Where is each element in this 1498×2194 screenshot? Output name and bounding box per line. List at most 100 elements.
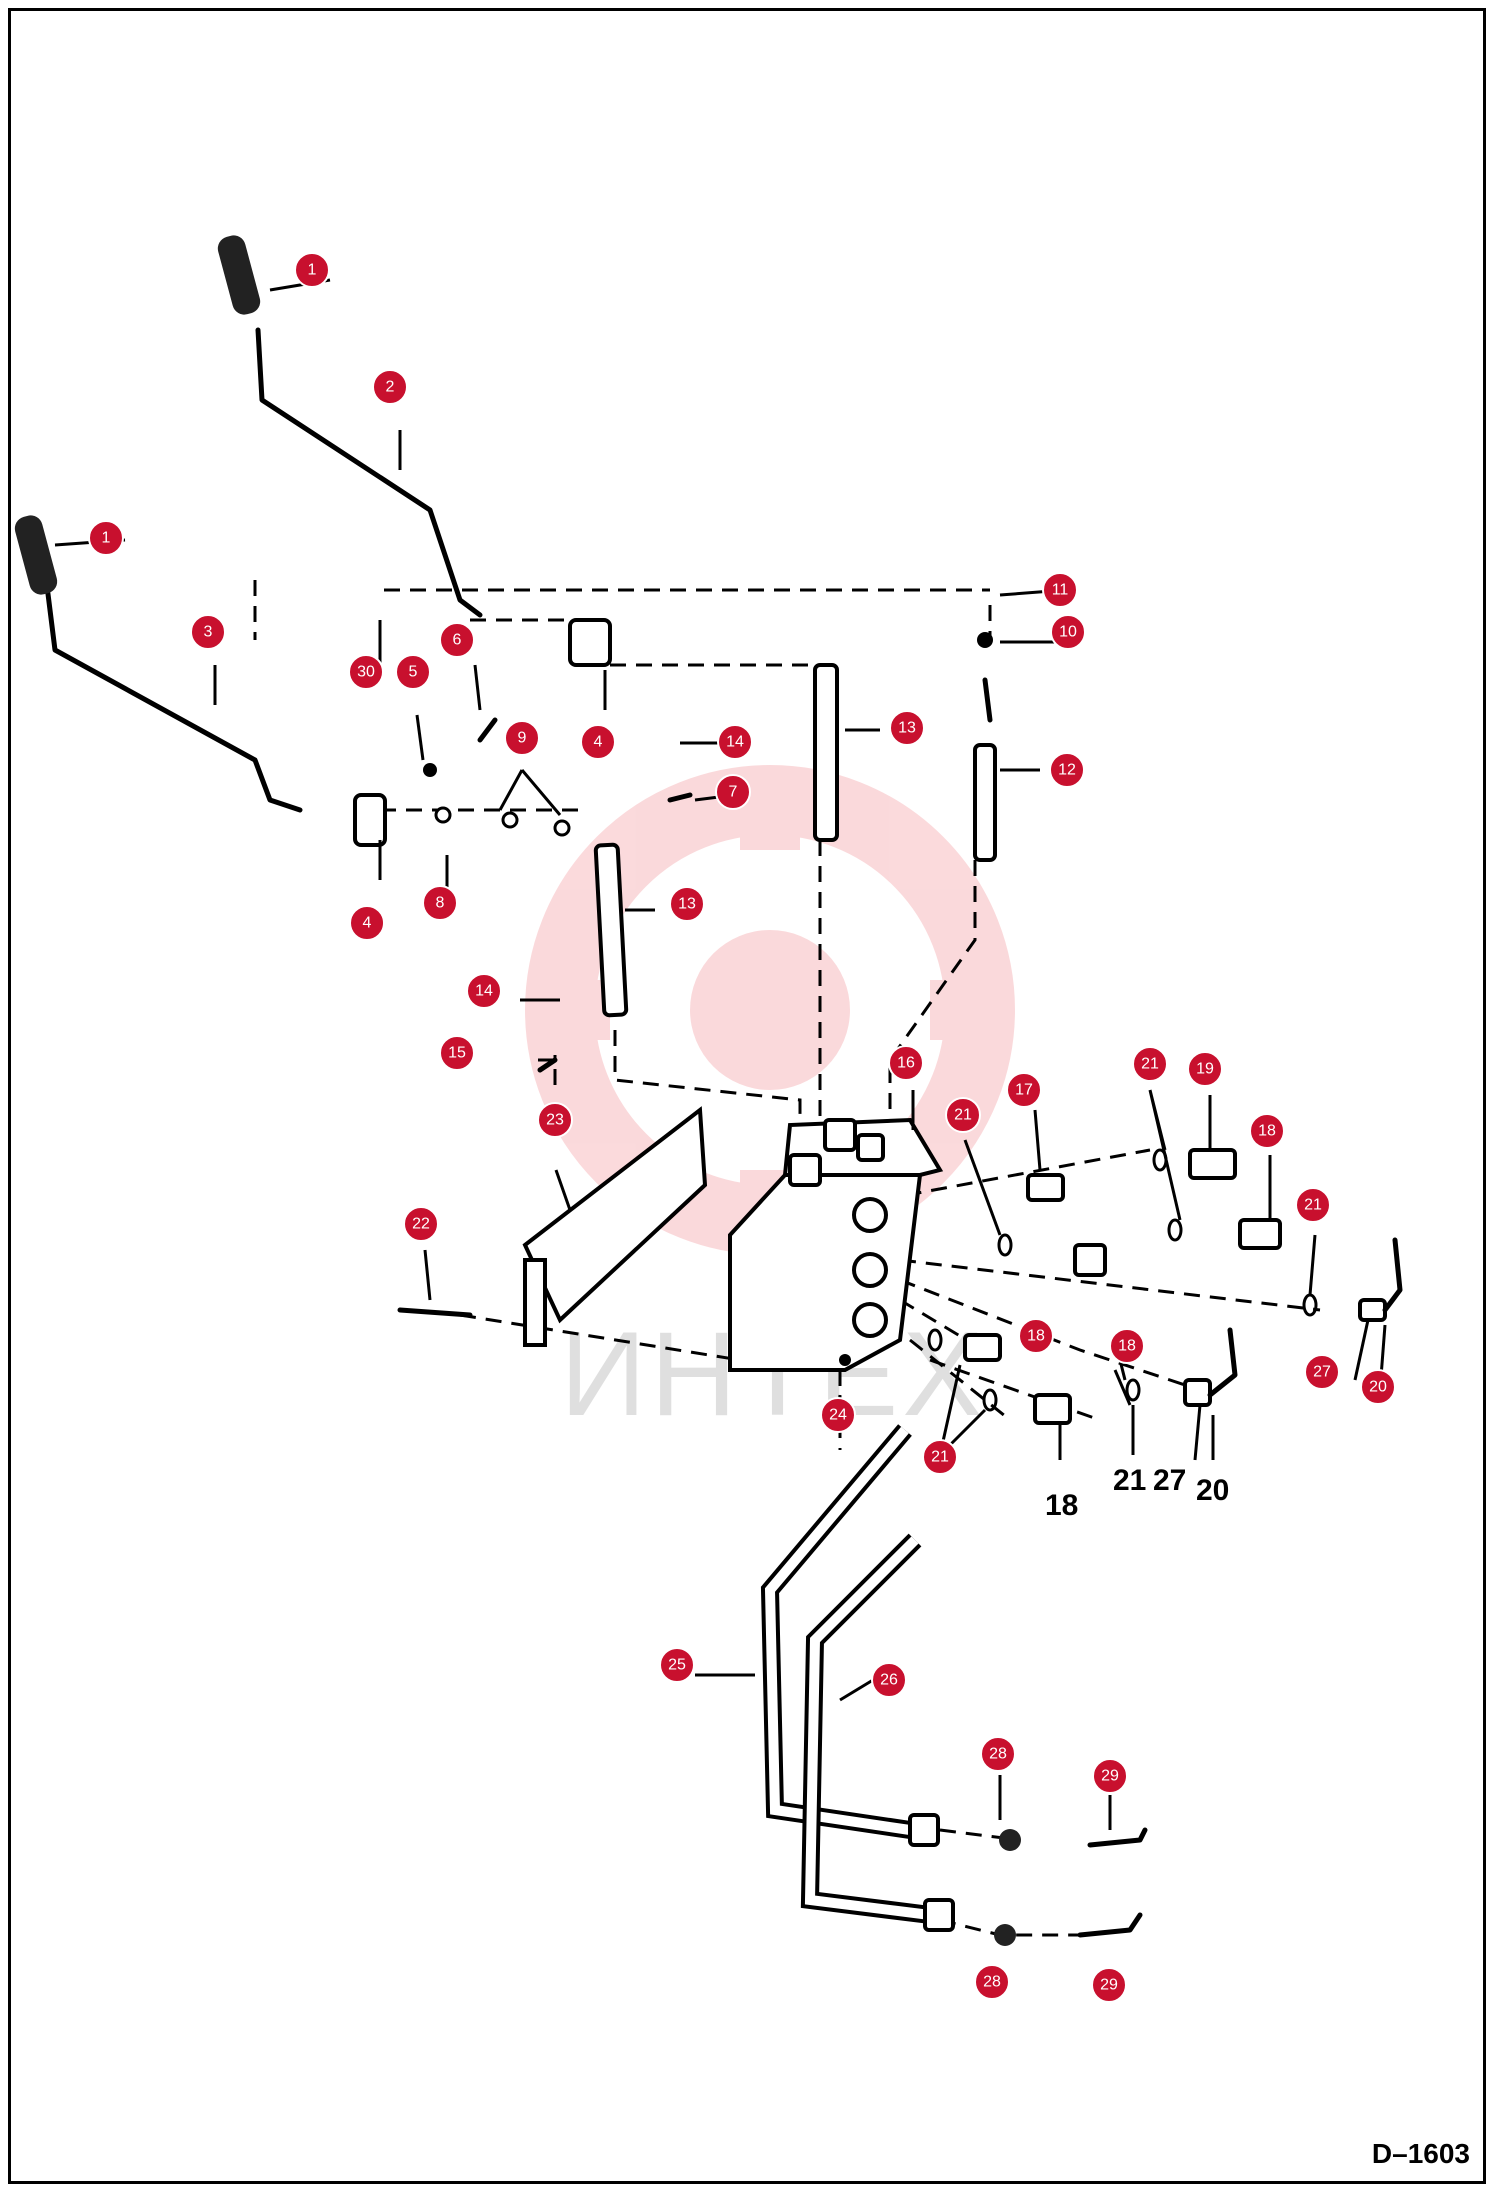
- callout: 24: [820, 1397, 856, 1433]
- assembly-lines: [253, 580, 1321, 1937]
- svg-text:14: 14: [726, 734, 744, 751]
- svg-text:29: 29: [1100, 1977, 1118, 1994]
- svg-text:10: 10: [1059, 624, 1077, 641]
- svg-text:21: 21: [954, 1107, 972, 1124]
- plain-label: 20: [1196, 1474, 1229, 1507]
- svg-text:16: 16: [897, 1055, 915, 1072]
- svg-text:20: 20: [1369, 1379, 1387, 1396]
- svg-text:23: 23: [546, 1112, 564, 1129]
- svg-text:30: 30: [357, 664, 375, 681]
- callout: 25: [659, 1647, 695, 1683]
- svg-text:9: 9: [518, 730, 527, 747]
- svg-text:18: 18: [1027, 1328, 1045, 1345]
- svg-text:6: 6: [453, 632, 462, 649]
- svg-text:18: 18: [1258, 1123, 1276, 1140]
- callout: 30: [348, 654, 384, 690]
- callouts: 1 2 1 3 11 10 30 6 5 4 9 14 7 13 12 4 8 …: [88, 252, 1396, 2003]
- svg-text:7: 7: [729, 784, 738, 801]
- plain-label: 21: [1113, 1464, 1146, 1497]
- tubes: [760, 1237, 1403, 1946]
- svg-text:5: 5: [409, 664, 418, 681]
- callout: 4: [349, 905, 385, 941]
- svg-text:11: 11: [1052, 582, 1069, 599]
- svg-text:25: 25: [668, 1657, 686, 1674]
- callout: 26: [871, 1662, 907, 1698]
- svg-text:13: 13: [678, 896, 696, 913]
- svg-text:21: 21: [1304, 1197, 1322, 1214]
- linkages: [353, 618, 997, 1073]
- callout: 11: [1042, 572, 1078, 608]
- callout: 28: [974, 1964, 1010, 2000]
- plain-label: 18: [1045, 1489, 1078, 1522]
- svg-text:15: 15: [448, 1045, 466, 1062]
- callout: 12: [1049, 752, 1085, 788]
- callout: 27: [1304, 1354, 1340, 1390]
- callout: 14: [717, 724, 753, 760]
- callout: 2: [372, 369, 408, 405]
- callout: 21: [922, 1439, 958, 1475]
- callout: 15: [439, 1035, 475, 1071]
- fittings: [839, 1148, 1387, 1425]
- svg-text:26: 26: [880, 1672, 898, 1689]
- lever-lower: [14, 515, 303, 813]
- callout: 21: [1132, 1046, 1168, 1082]
- svg-text:28: 28: [989, 1746, 1007, 1763]
- callout: 4: [580, 724, 616, 760]
- svg-text:1: 1: [102, 530, 111, 547]
- svg-text:13: 13: [898, 720, 916, 737]
- plain-labels: 18 21 27 20: [1045, 1464, 1229, 1522]
- callout: 16: [888, 1045, 924, 1081]
- callout: 19: [1187, 1051, 1223, 1087]
- svg-text:24: 24: [829, 1407, 847, 1424]
- callout: 29: [1092, 1758, 1128, 1794]
- svg-text:29: 29: [1101, 1768, 1119, 1785]
- callout: 1: [294, 252, 330, 288]
- callout: 17: [1006, 1072, 1042, 1108]
- watermark-gear-icon: [525, 765, 1015, 1255]
- svg-text:2: 2: [386, 379, 395, 396]
- svg-text:17: 17: [1015, 1082, 1033, 1099]
- callout: 23: [537, 1102, 573, 1138]
- callout: 18: [1018, 1318, 1054, 1354]
- svg-text:27: 27: [1313, 1364, 1331, 1381]
- callout: 8: [422, 885, 458, 921]
- callout: 7: [715, 774, 751, 810]
- svg-text:1: 1: [308, 262, 317, 279]
- callout: 20: [1360, 1369, 1396, 1405]
- callout: 28: [980, 1736, 1016, 1772]
- callout: 13: [889, 710, 925, 746]
- drawing-frame: [8, 8, 1486, 2184]
- callout: 13: [669, 886, 705, 922]
- callout: 1: [88, 520, 124, 556]
- svg-text:28: 28: [983, 1974, 1001, 1991]
- lever-upper: [217, 235, 483, 618]
- svg-text:22: 22: [412, 1216, 430, 1233]
- callout: 21: [1295, 1187, 1331, 1223]
- mounting-plate: [397, 1106, 708, 1347]
- callout: 10: [1050, 614, 1086, 650]
- svg-text:4: 4: [594, 734, 603, 751]
- callout: 18: [1109, 1328, 1145, 1364]
- callout: 29: [1091, 1967, 1127, 2003]
- svg-text:14: 14: [475, 983, 493, 1000]
- svg-text:18: 18: [1118, 1338, 1136, 1355]
- plain-label: 27: [1153, 1464, 1186, 1497]
- callout: 18: [1249, 1113, 1285, 1149]
- svg-text:19: 19: [1196, 1061, 1214, 1078]
- callout: 3: [190, 614, 226, 650]
- callout: 6: [439, 622, 475, 658]
- svg-text:8: 8: [436, 895, 445, 912]
- callout: 21: [945, 1097, 981, 1133]
- svg-text:3: 3: [204, 624, 213, 641]
- svg-text:4: 4: [363, 915, 372, 932]
- svg-text:21: 21: [931, 1449, 949, 1466]
- callout: 9: [504, 720, 540, 756]
- svg-text:21: 21: [1141, 1056, 1159, 1073]
- control-valve: [728, 1117, 944, 1372]
- svg-text:12: 12: [1058, 762, 1076, 779]
- callout: 22: [403, 1206, 439, 1242]
- drawing-number: D–1603: [1371, 2138, 1470, 2169]
- callout: 14: [466, 973, 502, 1009]
- callout: 5: [395, 654, 431, 690]
